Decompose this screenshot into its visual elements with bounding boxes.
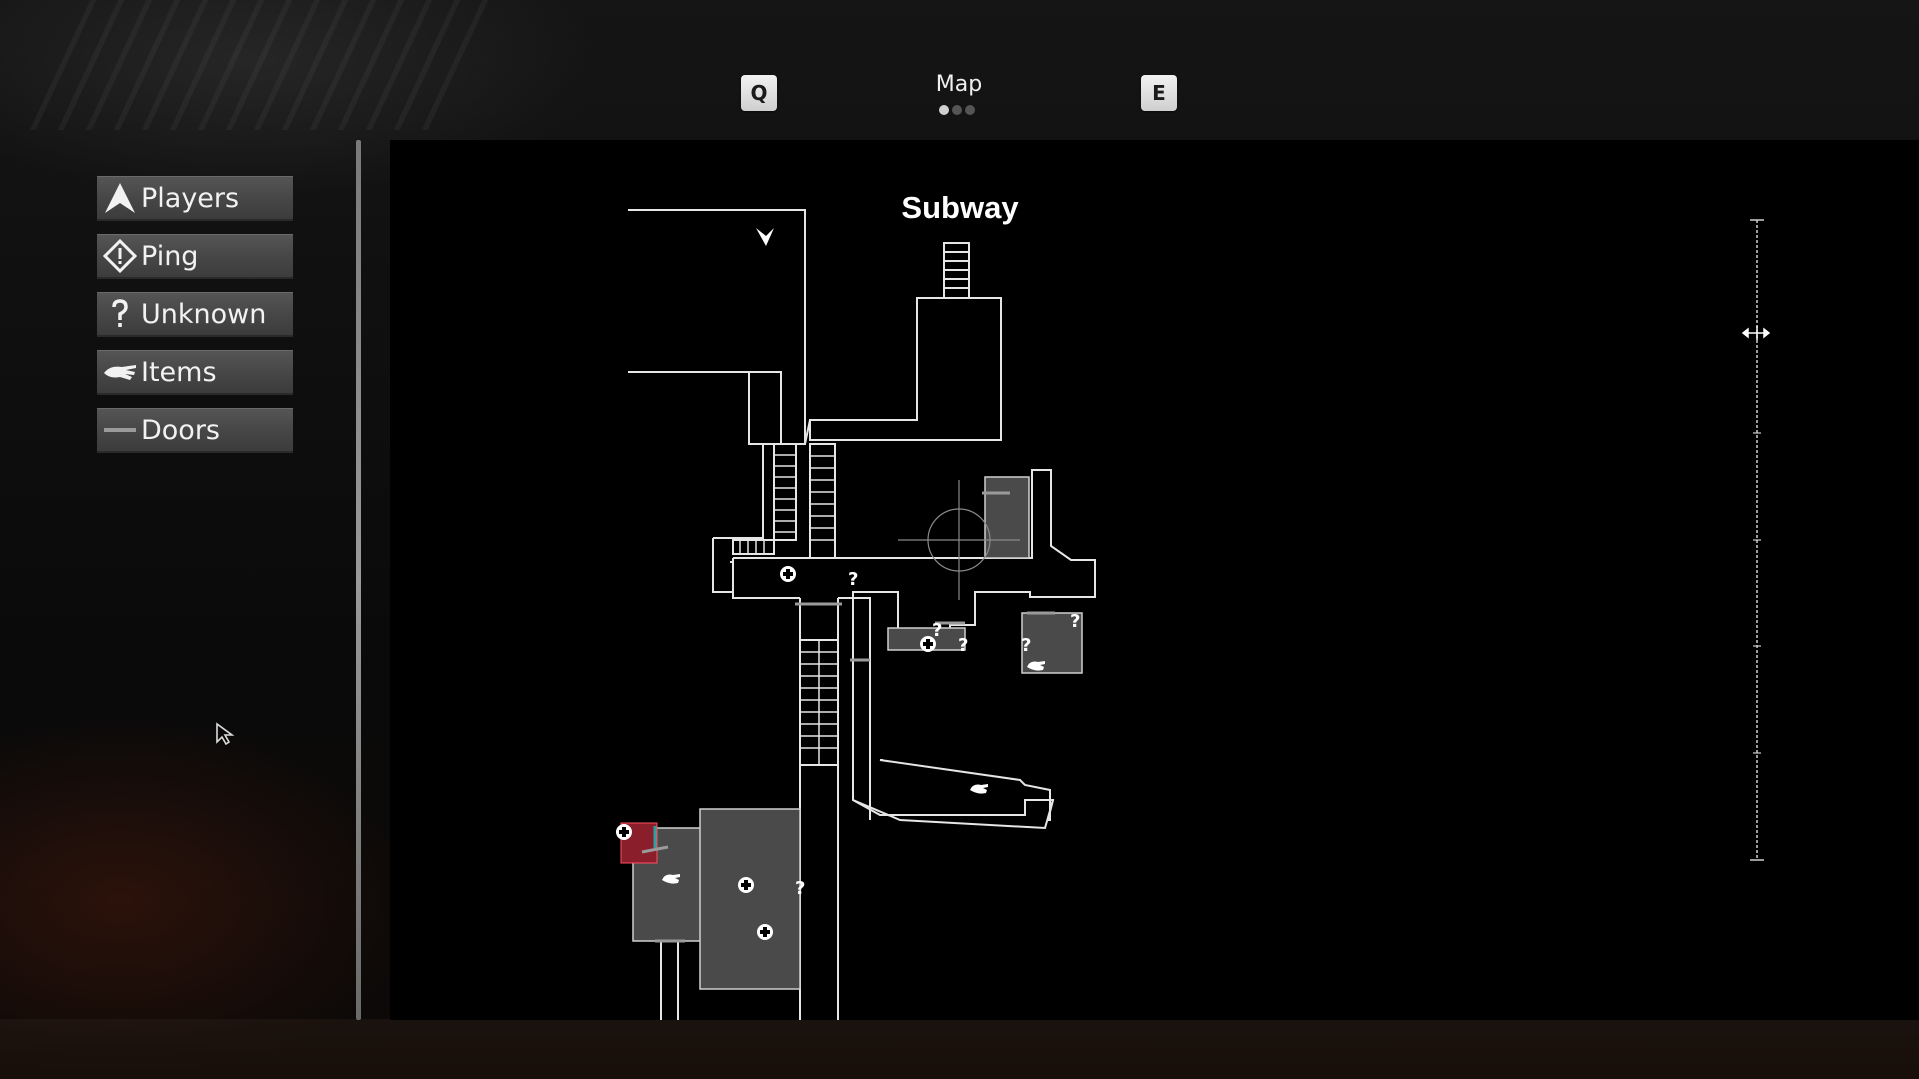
stairs-left-steps bbox=[739, 454, 835, 554]
map-room-outline bbox=[804, 419, 811, 445]
map-doors bbox=[655, 491, 1055, 943]
map-room-outline bbox=[628, 209, 806, 445]
hand-item-icon[interactable] bbox=[1027, 661, 1045, 671]
map-room-outline bbox=[852, 799, 1054, 830]
medkit-icon[interactable] bbox=[780, 566, 796, 582]
slider-handle bbox=[1741, 326, 1770, 340]
hand-item-icon[interactable] bbox=[662, 874, 680, 884]
hand-item-icon[interactable] bbox=[970, 784, 988, 794]
unknown-marker-icon[interactable]: ? bbox=[1021, 635, 1031, 656]
map-room bbox=[699, 808, 801, 990]
stairs-lower-steps bbox=[800, 640, 838, 765]
legend-players-button[interactable]: Players bbox=[97, 176, 293, 221]
ping-diamond-icon bbox=[101, 237, 139, 275]
medkit-icon[interactable] bbox=[757, 924, 773, 940]
map-legend: Players Ping Unknown Items Doors bbox=[97, 176, 293, 453]
tab-page-indicator bbox=[939, 105, 975, 115]
floor-level-slider[interactable] bbox=[1740, 218, 1770, 863]
legend-label: Players bbox=[141, 182, 240, 214]
legend-label: Ping bbox=[141, 240, 199, 272]
objective-crosshair-icon bbox=[898, 480, 1020, 600]
unknown-marker-icon[interactable]: ? bbox=[932, 620, 942, 641]
legend-label: Doors bbox=[141, 414, 220, 446]
mouse-cursor-icon bbox=[216, 722, 235, 746]
map-room-outline bbox=[713, 444, 764, 539]
hand-icon bbox=[101, 353, 139, 391]
panel-divider bbox=[356, 140, 361, 1020]
map-room-outline bbox=[733, 469, 1096, 821]
legend-label: Items bbox=[141, 356, 217, 388]
page-dot-3 bbox=[965, 105, 975, 115]
map-room-outline bbox=[809, 297, 1002, 441]
unknown-marker-icon[interactable]: ? bbox=[1070, 611, 1080, 632]
unknown-marker-icon[interactable]: ? bbox=[795, 878, 805, 899]
legend-label: Unknown bbox=[141, 298, 267, 330]
page-dot-2 bbox=[952, 105, 962, 115]
stairs-left bbox=[732, 443, 836, 559]
door-line-icon bbox=[101, 411, 139, 449]
tab-title: Map bbox=[935, 72, 983, 97]
map-room-outline bbox=[748, 372, 782, 445]
map-area-title: Subway bbox=[901, 190, 1019, 225]
player-arrow-icon bbox=[101, 179, 139, 217]
map-room-outline bbox=[732, 558, 800, 599]
item-markers[interactable] bbox=[616, 566, 1045, 940]
legend-doors-button[interactable]: Doors bbox=[97, 408, 293, 453]
map-room-outline bbox=[838, 597, 871, 820]
prev-tab-key[interactable]: Q bbox=[741, 75, 777, 111]
map-room-outline bbox=[660, 941, 679, 1020]
medkit-icon[interactable] bbox=[738, 877, 754, 893]
question-mark-icon bbox=[101, 295, 139, 333]
player-position-icon[interactable] bbox=[756, 228, 774, 246]
map-room bbox=[984, 476, 1030, 559]
unknown-marker-icon[interactable]: ? bbox=[848, 569, 858, 590]
stairs-top bbox=[943, 242, 970, 299]
medkit-icon[interactable] bbox=[616, 824, 632, 840]
next-tab-key[interactable]: E bbox=[1141, 75, 1177, 111]
legend-ping-button[interactable]: Ping bbox=[97, 234, 293, 279]
legend-items-button[interactable]: Items bbox=[97, 350, 293, 395]
medkit-icon[interactable] bbox=[920, 636, 936, 652]
legend-unknown-button[interactable]: Unknown bbox=[97, 292, 293, 337]
unknown-marker-icon[interactable]: ? bbox=[958, 635, 968, 656]
page-dot-1 bbox=[939, 105, 949, 115]
background-floor bbox=[0, 1019, 1919, 1079]
map-room-outline bbox=[712, 538, 734, 593]
